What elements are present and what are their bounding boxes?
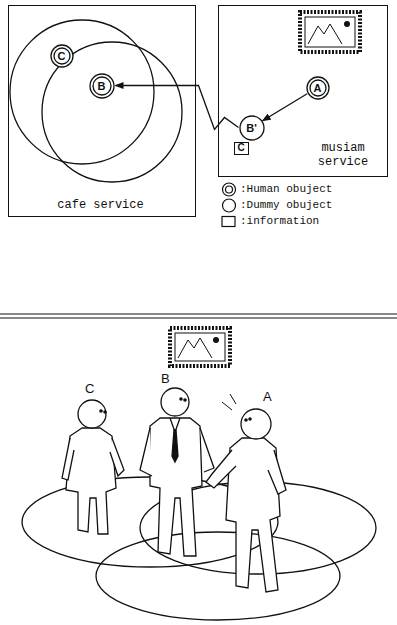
move-arrow (263, 94, 308, 121)
object-letter: B' (239, 115, 265, 141)
legend-row: :Dummy obuject (220, 197, 332, 213)
legend-sample (220, 214, 238, 229)
legend: :Human obuject :Dummy obuject :information (220, 181, 332, 229)
legend-sample (220, 198, 238, 213)
legend-text: :information (240, 215, 319, 227)
dummy-object: B' (239, 115, 265, 141)
legend-text: :Dummy obuject (240, 199, 332, 211)
service-box: musiam service A B' C (218, 5, 388, 177)
legend-sample (220, 182, 238, 197)
legend-text: :Human obuject (240, 183, 332, 195)
object-letter: C (235, 143, 248, 154)
object-letter: C (50, 44, 74, 68)
person-label: B (160, 372, 171, 385)
service-label: cafe service (9, 199, 192, 213)
service-box: cafe service CB (8, 5, 196, 217)
migration-arrow (116, 86, 239, 130)
service-label: musiam service (313, 142, 373, 170)
person-label: A (262, 390, 273, 403)
human-object: B (89, 73, 115, 99)
person-label: C (84, 382, 95, 395)
legend-row: :Human obuject (220, 181, 332, 197)
human-object: A (306, 76, 330, 100)
human-object: C (50, 44, 74, 68)
legend-row: :information (220, 213, 332, 229)
object-letter: A (306, 76, 330, 100)
object-letter: B (89, 73, 115, 99)
information-box: C (234, 142, 249, 155)
